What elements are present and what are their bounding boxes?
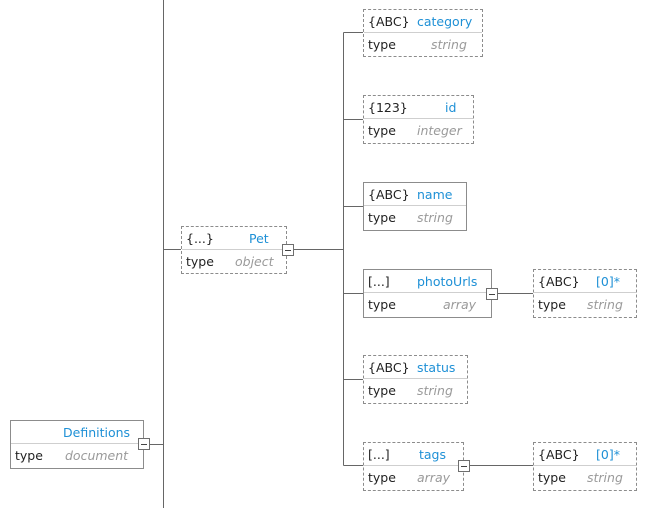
photourls-item-kind: {ABC} — [538, 274, 580, 289]
photourls-item-type-value: string — [587, 297, 623, 312]
tags-collapse-toggle[interactable] — [458, 460, 470, 472]
pet-name: Pet — [249, 231, 269, 246]
tags-type-label: type — [368, 470, 396, 485]
photourls-type-label: type — [368, 297, 396, 312]
pet-type-label: type — [186, 254, 214, 269]
pet-type-value: object — [235, 254, 274, 269]
photourls-collapse-toggle[interactable] — [486, 288, 498, 300]
id-type-label: type — [368, 123, 396, 138]
name-kind: {ABC} — [368, 187, 410, 202]
status-node[interactable]: {ABC} status type string — [363, 355, 468, 404]
category-type-value: string — [431, 37, 467, 52]
id-type-value: integer — [417, 123, 462, 138]
status-kind: {ABC} — [368, 360, 410, 375]
tags-item-kind: {ABC} — [538, 447, 580, 462]
name-name: name — [417, 187, 453, 202]
tags-item-type-label: type — [538, 470, 566, 485]
status-type-value: string — [417, 383, 453, 398]
definitions-node[interactable]: Definitions type document — [10, 420, 144, 469]
tags-node[interactable]: [...] tags type array — [363, 442, 464, 491]
definitions-name: Definitions — [63, 425, 131, 440]
tags-name: tags — [419, 447, 447, 462]
tags-item-node[interactable]: {ABC} [0]* type string — [533, 442, 637, 491]
photourls-item-node[interactable]: {ABC} [0]* type string — [533, 269, 637, 318]
category-node[interactable]: {ABC} category type string — [363, 9, 483, 57]
id-kind: {123} — [368, 100, 408, 115]
photourls-kind: [...] — [368, 274, 390, 289]
photourls-node[interactable]: [...] photoUrls type array — [363, 269, 492, 318]
tags-item-type-value: string — [587, 470, 623, 485]
id-name: id — [445, 100, 457, 115]
status-type-label: type — [368, 383, 396, 398]
definitions-type-label: type — [15, 448, 43, 463]
definitions-collapse-toggle[interactable] — [138, 438, 150, 450]
tags-kind: [...] — [368, 447, 390, 462]
category-kind: {ABC} — [368, 14, 410, 29]
photourls-name: photoUrls — [417, 274, 478, 289]
name-type-label: type — [368, 210, 396, 225]
photourls-type-value: array — [443, 297, 476, 312]
category-type-label: type — [368, 37, 396, 52]
status-name: status — [417, 360, 456, 375]
tags-item-name: [0]* — [596, 447, 620, 462]
id-node[interactable]: {123} id type integer — [363, 95, 474, 144]
name-node[interactable]: {ABC} name type string — [363, 182, 467, 231]
category-name: category — [417, 14, 473, 29]
pet-kind: {...} — [186, 231, 214, 246]
definitions-type-value: document — [65, 448, 129, 463]
pet-collapse-toggle[interactable] — [282, 244, 294, 256]
photourls-item-name: [0]* — [596, 274, 620, 289]
tags-type-value: array — [417, 470, 450, 485]
name-type-value: string — [417, 210, 453, 225]
photourls-item-type-label: type — [538, 297, 566, 312]
pet-node[interactable]: {...} Pet type object — [181, 226, 287, 274]
